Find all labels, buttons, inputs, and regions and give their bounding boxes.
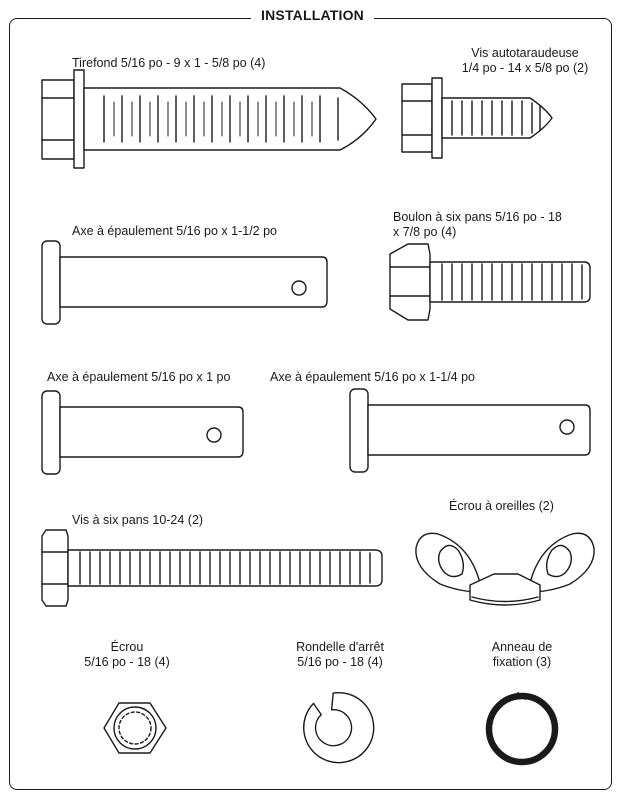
clevis-pin-1-1-4-drawing — [350, 389, 590, 472]
hex-screw-label: Vis à six pans 10-24 (2) — [72, 513, 204, 527]
clevis-pin-1-1-2-label: Axe à épaulement 5/16 po x 1-1/2 po — [72, 224, 278, 238]
hex-bolt-drawing — [390, 244, 590, 320]
lag-screw-drawing — [42, 70, 376, 168]
lock-washer-drawing — [304, 693, 374, 763]
clevis-pin-1-label: Axe à épaulement 5/16 po x 1 po — [47, 370, 231, 384]
clevis-pin-1-1-2-drawing — [42, 241, 327, 324]
nut-drawing — [104, 703, 166, 753]
diagram-title: INSTALLATION — [0, 7, 625, 23]
wing-nut-label: Écrou à oreilles (2) — [449, 499, 554, 513]
clevis-pin-1-drawing — [42, 391, 243, 474]
self-tapping-screw-drawing — [402, 78, 552, 158]
lag-screw-label: Tirefond 5/16 po - 9 x 1 - 5/8 po (4) — [72, 56, 266, 70]
hex-screw-drawing — [42, 530, 382, 606]
wing-nut-drawing — [416, 533, 594, 605]
retaining-ring-drawing — [489, 693, 555, 762]
clevis-pin-1-1-4-label: Axe à épaulement 5/16 po x 1-1/4 po — [270, 370, 476, 384]
